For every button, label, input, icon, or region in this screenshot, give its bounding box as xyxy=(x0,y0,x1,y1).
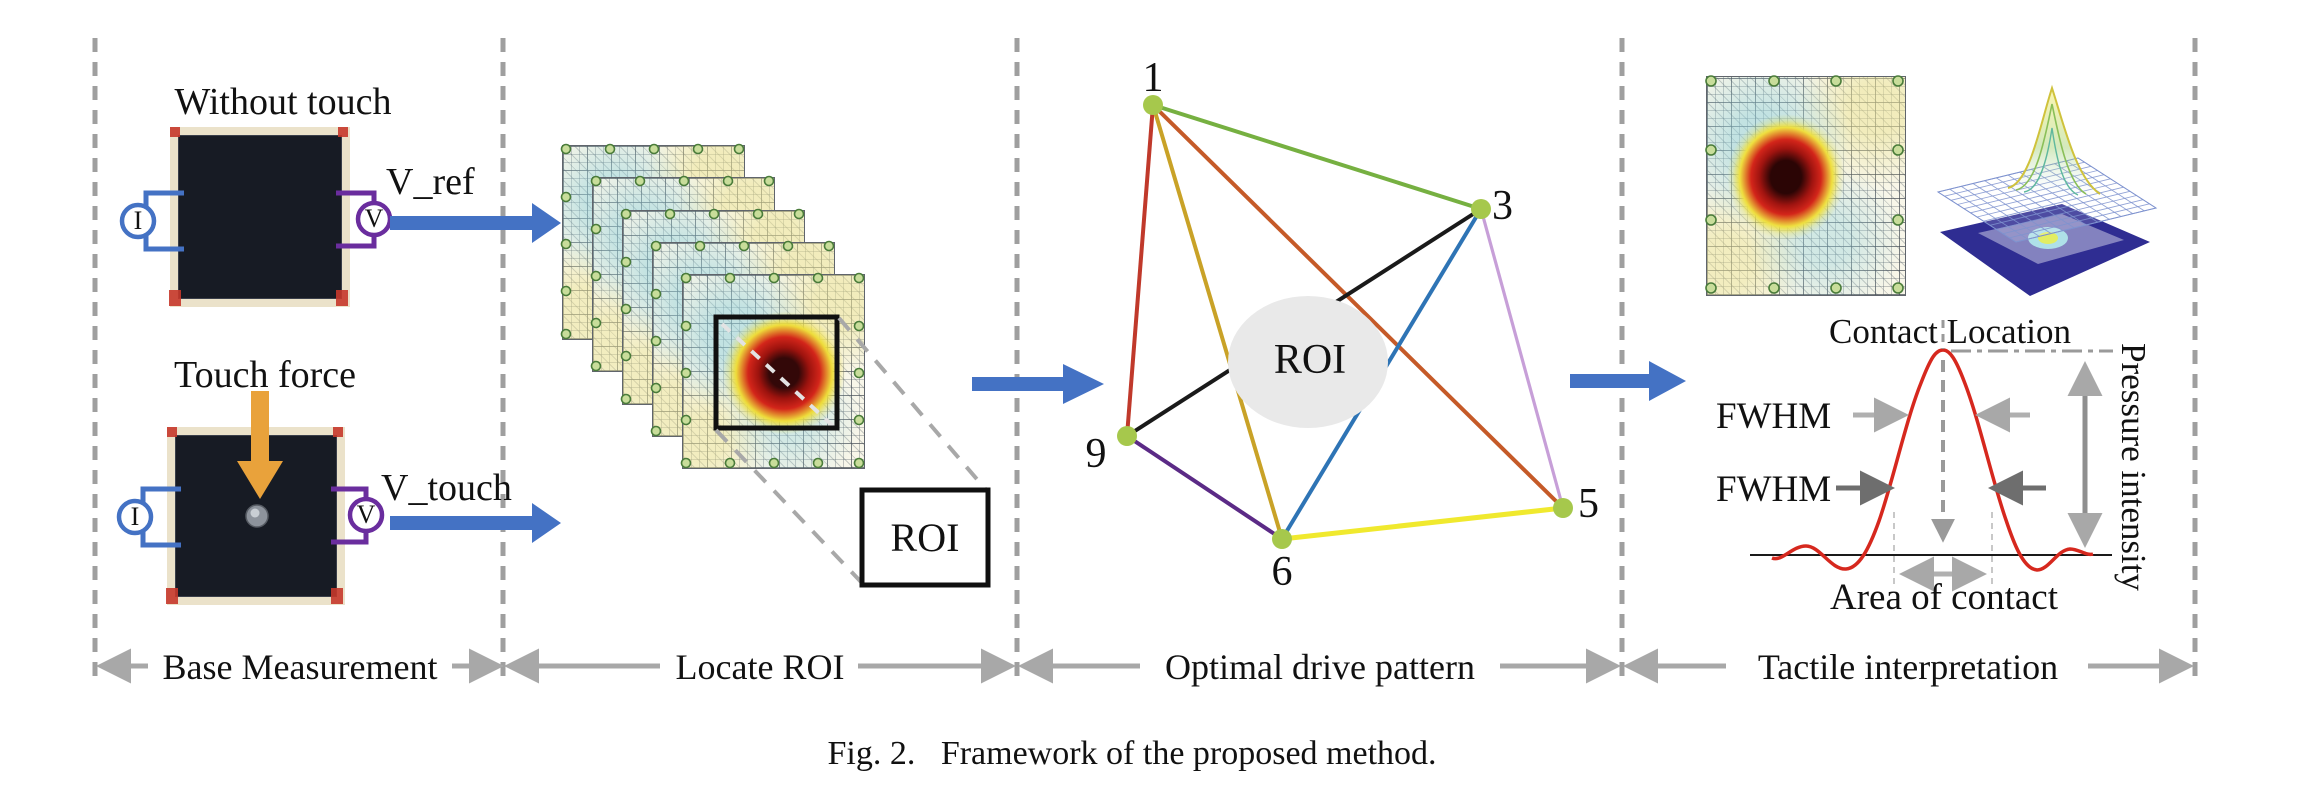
surface-plot-3d xyxy=(1936,84,2158,296)
sensor-photo-without-touch xyxy=(170,127,350,307)
roi-region-circle xyxy=(1228,296,1388,428)
node-label-9: 9 xyxy=(1085,431,1107,477)
peak-inner-line xyxy=(2023,127,2079,196)
current-source-icon xyxy=(119,202,157,240)
pressure-hotspot xyxy=(1716,102,1856,252)
edge-6-5 xyxy=(1281,505,1564,542)
edge-1-5 xyxy=(1151,103,1565,510)
reconstructed-pressure-map xyxy=(1706,76,1906,296)
node-label-3: 3 xyxy=(1492,183,1513,229)
pressure-intensity-label: Pressure intensity xyxy=(2114,343,2153,591)
flow-arrow-roi-to-pattern xyxy=(972,364,1104,404)
node-3 xyxy=(1471,199,1491,219)
contact-location-label: Contact Location xyxy=(1828,312,2072,351)
fwhm-lower-label: FWHM xyxy=(1716,469,1832,510)
flow-arrow-pattern-to-tactile xyxy=(1570,361,1686,401)
voltage-map-frame-5 xyxy=(682,274,865,469)
v-touch-label: V_touch xyxy=(381,467,512,509)
panel-label-tactile-interpretation: Tactile interpretation xyxy=(1757,647,2059,687)
touch-hotspot xyxy=(709,298,859,448)
figure-caption: Fig. 2. Framework of the proposed method… xyxy=(827,735,1437,772)
mesh-electrode-dots xyxy=(590,175,775,372)
edge-9-6 xyxy=(1125,434,1284,541)
peak-outline xyxy=(2007,84,2101,195)
roi-selection-box xyxy=(713,314,840,431)
hotspot-cut-line xyxy=(720,322,835,428)
pressure-profile-plot xyxy=(1750,320,2113,592)
mesh-electrode-dots xyxy=(560,143,745,340)
touch-probe-highlight xyxy=(250,508,260,518)
node-5 xyxy=(1553,498,1573,518)
roi-label-box xyxy=(859,487,991,588)
without-touch-label: Without touch xyxy=(174,81,392,123)
edge-1-9 xyxy=(1125,104,1155,437)
flow-arrow-vref xyxy=(390,203,561,243)
current-meter-glyph: I xyxy=(133,206,143,235)
fwhm-upper-label: FWHM xyxy=(1716,396,1832,437)
touch-force-arrow xyxy=(237,391,283,499)
panel-label-optimal-drive-pattern: Optimal drive pattern xyxy=(1165,647,1475,687)
node-6 xyxy=(1272,529,1292,549)
roi-box-label: ROI xyxy=(890,515,960,560)
node-label-6: 6 xyxy=(1271,549,1293,595)
peak-mid-line xyxy=(2015,103,2087,195)
area-of-contact-label: Area of contact xyxy=(1829,577,2059,618)
sensor-film xyxy=(178,135,342,299)
corner-tape xyxy=(166,127,348,604)
v-ref-label: V_ref xyxy=(386,161,475,203)
node-label-1: 1 xyxy=(1142,55,1164,101)
mesh-electrode-dots xyxy=(1705,75,1904,294)
node-9 xyxy=(1117,426,1137,446)
current-meter-glyph: I xyxy=(130,502,140,531)
volt-meter-glyph: V xyxy=(364,204,384,233)
panel-label-base-measurement: Base Measurement xyxy=(162,647,438,687)
pressure-curve xyxy=(1771,348,2094,572)
roi-circle-label: ROI xyxy=(1273,337,1347,383)
mesh-electrode-dots xyxy=(650,240,835,437)
volt-meter-glyph: V xyxy=(356,500,376,529)
touch-force-label: Touch force xyxy=(174,354,356,396)
current-source-icon xyxy=(116,498,154,536)
edge-3-5 xyxy=(1479,208,1565,509)
node-1 xyxy=(1143,95,1163,115)
graph-nodes xyxy=(1117,95,1573,549)
edge-1-6 xyxy=(1151,104,1284,540)
mesh-electrode-dots xyxy=(620,208,805,405)
flow-arrow-vtouch xyxy=(390,503,561,543)
panel-label-locate-roi: Locate ROI xyxy=(675,647,845,687)
flow-arrows xyxy=(390,203,1686,543)
voltmeter-icon xyxy=(347,496,385,534)
roi-zoom-connector xyxy=(837,316,989,493)
edge-1-3 xyxy=(1152,103,1482,211)
roi-zoom-connector xyxy=(714,428,865,586)
node-label-5: 5 xyxy=(1578,481,1599,527)
